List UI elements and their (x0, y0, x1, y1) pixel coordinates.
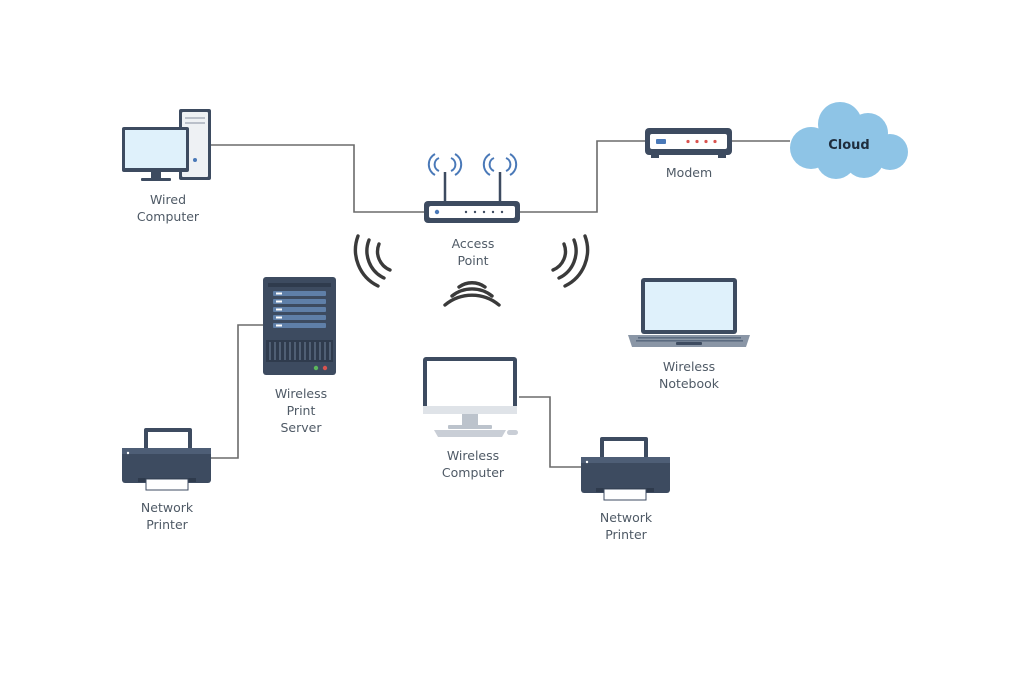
wireless-notebook-label-line2: Notebook (658, 376, 720, 391)
cable-print-server-to-printer-left (210, 324, 264, 459)
access-point-icon (424, 153, 520, 223)
network-printer-right-label: Network Printer (600, 509, 652, 543)
wireless-notebook-label-line1: Wireless (662, 359, 716, 374)
wired-computer-label-line2: Computer (136, 209, 200, 224)
network-printer-right-label-line2: Printer (605, 527, 647, 542)
cloud-label: Cloud (828, 138, 870, 153)
cable-access-point-to-modem (519, 140, 646, 213)
wired-computer-label: Wired Computer (137, 191, 199, 225)
network-printer-left-icon (122, 428, 211, 491)
cables (210, 140, 790, 468)
wireless-notebook-icon (628, 278, 750, 347)
wired-computer-label-line1: Wired (149, 192, 187, 207)
modem-label: Modem (666, 164, 712, 181)
modem-label-text: Modem (665, 165, 713, 180)
wireless-print-server-label: Wireless Print Server (275, 385, 327, 436)
wireless-computer-label-line2: Computer (441, 465, 505, 480)
antenna-signal-left-icon (427, 153, 463, 176)
wave-left-icon (353, 234, 392, 288)
wireless-print-server-label-line3: Server (280, 420, 322, 435)
access-point-label-line2: Point (457, 253, 489, 268)
network-printer-left-label: Network Printer (141, 499, 193, 533)
wireless-computer-icon (423, 357, 518, 437)
wave-bottom-icon (443, 281, 501, 307)
network-printer-right-label-line1: Network (599, 510, 653, 525)
wireless-notebook-label: Wireless Notebook (659, 358, 719, 392)
wireless-computer-label: Wireless Computer (442, 447, 504, 481)
network-printer-left-label-line2: Printer (146, 517, 188, 532)
wireless-computer-label-line1: Wireless (446, 448, 500, 463)
access-point-label-line1: Access (451, 236, 495, 251)
wireless-print-server-icon (263, 277, 336, 375)
cable-wireless-computer-to-printer-right (519, 396, 583, 468)
network-printer-left-label-line1: Network (140, 500, 194, 515)
wireless-print-server-label-line2: Print (286, 403, 316, 418)
cloud-icon (790, 102, 908, 179)
wired-computer-icon (122, 109, 211, 181)
access-point-label: Access Point (452, 235, 495, 269)
modem-icon (645, 128, 732, 158)
antenna-signal-right-icon (482, 153, 518, 176)
wireless-waves (353, 234, 590, 307)
wireless-print-server-label-line1: Wireless (274, 386, 328, 401)
network-printer-right-icon (581, 437, 670, 501)
cable-wired-computer-to-access-point (211, 144, 425, 213)
wave-right-icon (551, 234, 590, 288)
